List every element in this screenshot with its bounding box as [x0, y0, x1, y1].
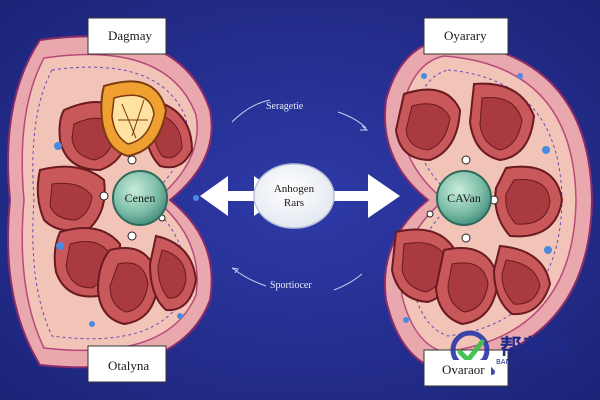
flow-arrow-bottom-left: [231, 267, 267, 287]
label-top-left: Dagmay: [102, 26, 159, 46]
right-center-label: CAVan: [447, 191, 481, 205]
flow-arrow-top-left: [231, 99, 271, 123]
label-bottom-left: Otalyna: [102, 356, 156, 376]
flow-arrow-top-right: [337, 111, 367, 129]
right-organ: [384, 38, 594, 372]
left-center-label: Cenen: [124, 191, 156, 205]
middle-label-line1: Anhogen: [273, 183, 315, 195]
middle-node: [253, 163, 335, 229]
left-center-node: [112, 170, 168, 226]
flow-label-top: Seragetie: [266, 101, 304, 112]
flow-arrow-bottom-right: [333, 273, 363, 291]
right-arrow: [330, 174, 400, 218]
flow-label-bottom: Sportiocer: [270, 280, 312, 291]
watermark-text: 帮帮网: [500, 336, 570, 361]
middle-label-line2: Rars: [283, 197, 305, 209]
label-bottom-right: Ovaraor: [436, 360, 491, 380]
watermark-subtext: BANGBANGWANG.COM: [496, 358, 578, 366]
label-top-right: Oyarary: [438, 26, 493, 46]
right-center-node: [436, 170, 492, 226]
left-organ: [7, 35, 213, 369]
